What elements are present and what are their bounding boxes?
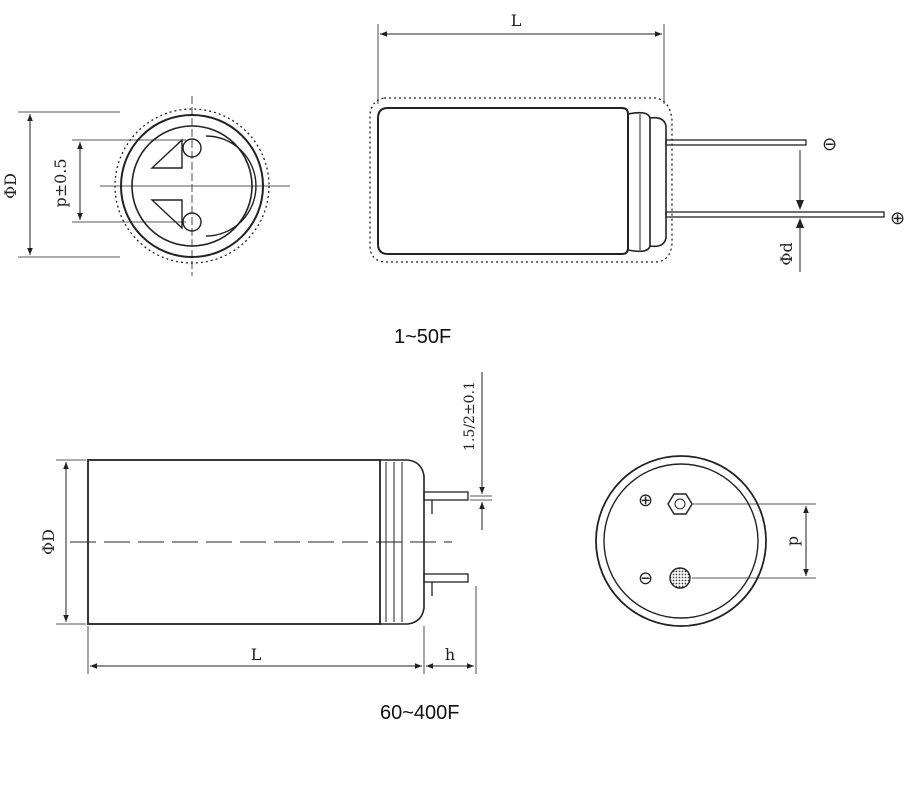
- polarity-mark-upper: [150, 138, 183, 169]
- negative-symbol: ⊖: [822, 134, 837, 155]
- positive-symbol: ⊕: [890, 208, 905, 229]
- positive-lead: [665, 211, 885, 218]
- can-end: [649, 116, 667, 248]
- caption-1-50f: 1~50F: [394, 326, 452, 348]
- top-length-label: L: [511, 11, 522, 30]
- sleeve-outline-dotted: [369, 97, 673, 263]
- caption-60-400f: 60~400F: [380, 702, 460, 724]
- bottom-length-label: L: [251, 645, 262, 664]
- polarity-mark-lower: [150, 199, 183, 230]
- top-diameter-label: ΦD: [1, 173, 20, 199]
- bottom-h-label: h: [445, 645, 455, 664]
- polarity-arc: [205, 135, 257, 237]
- top-lead-label: Φd: [777, 242, 796, 265]
- bottom-side-view: [56, 372, 492, 674]
- bottom-pitch-label: p: [783, 536, 802, 546]
- positive-terminal-hex: [667, 493, 693, 515]
- lead-circle-upper: [182, 138, 202, 158]
- negative-terminal-knurl: [669, 567, 691, 589]
- top-side-view: [369, 24, 885, 272]
- top-end-view: [18, 96, 290, 276]
- terminal-dim-label: 1.5/2±0.1: [462, 381, 478, 451]
- terminal-upper: [423, 491, 469, 501]
- can-outer-circle: [595, 455, 767, 627]
- bottom-diameter-label: ΦD: [39, 529, 58, 555]
- negative-lead: [665, 139, 807, 146]
- bottom-end-view: [595, 455, 816, 627]
- bottom-negative-symbol: ⊖: [638, 568, 653, 589]
- can-inner-circle: [603, 463, 759, 619]
- terminal-lower: [423, 573, 469, 583]
- can-body: [87, 459, 381, 625]
- can-body: [377, 107, 629, 255]
- bottom-positive-symbol: ⊕: [638, 490, 653, 511]
- can-crimp: [627, 111, 651, 253]
- top-pitch-label: p±0.5: [51, 158, 70, 207]
